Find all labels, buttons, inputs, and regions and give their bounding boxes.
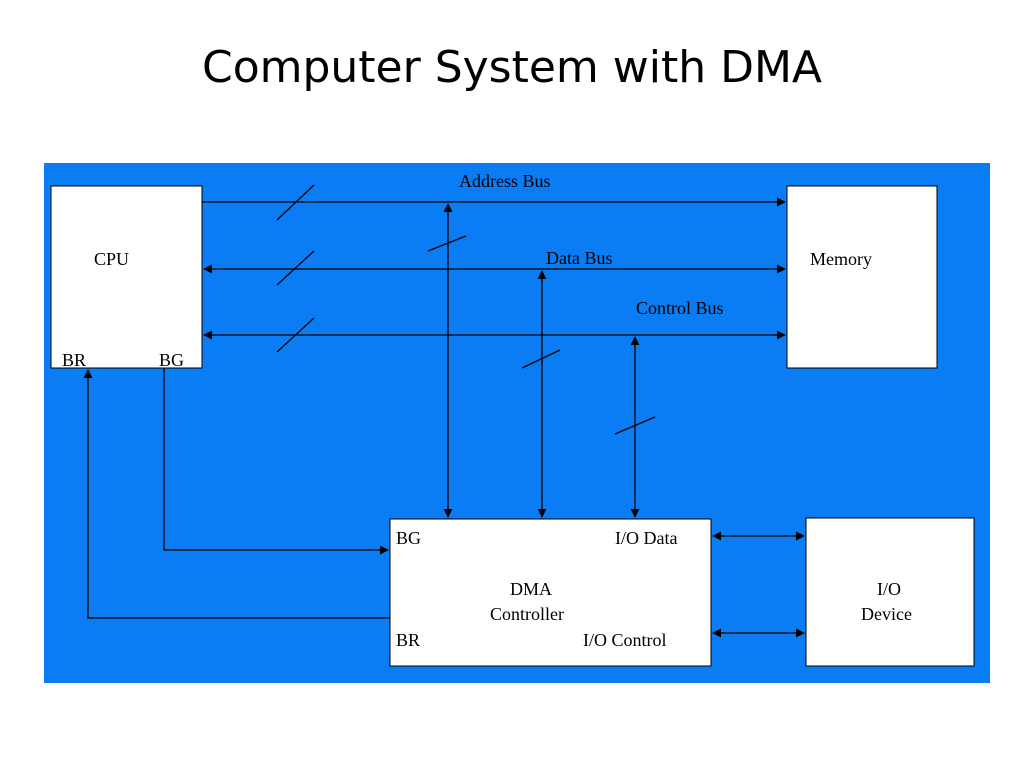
cpu-bg-label: BG xyxy=(159,350,184,370)
io-device-line2: Device xyxy=(861,604,912,624)
bus-grant-line xyxy=(163,368,389,555)
dma-br-label: BR xyxy=(396,630,420,650)
control-bus-label: Control Bus xyxy=(636,298,724,318)
dma-controller-box xyxy=(389,518,712,667)
bus-request-line xyxy=(83,369,390,619)
memory-label: Memory xyxy=(810,249,872,269)
data-bus-label: Data Bus xyxy=(546,248,613,268)
io-device-line1: I/O xyxy=(877,579,901,599)
page-title: Computer System with DMA xyxy=(201,42,823,93)
address-bus-label: Address Bus xyxy=(459,171,551,191)
dma-bg-label: BG xyxy=(396,528,421,548)
cpu-br-label: BR xyxy=(62,350,86,370)
cpu-label: CPU xyxy=(94,249,129,269)
bus-width-slash xyxy=(276,184,315,221)
cpu-box xyxy=(50,185,203,369)
bus-width-slash xyxy=(276,250,315,286)
bus-width-slash xyxy=(276,317,315,353)
io-device-box xyxy=(805,517,975,667)
dma-block-diagram: Address Bus Data Bus Control Bus CPU BR … xyxy=(44,163,990,683)
memory-box xyxy=(786,185,938,369)
dma-title-line2: Controller xyxy=(490,604,564,624)
dma-io-control-label: I/O Control xyxy=(583,630,667,650)
dma-io-data-label: I/O Data xyxy=(615,528,677,548)
dma-title-line1: DMA xyxy=(510,579,552,599)
